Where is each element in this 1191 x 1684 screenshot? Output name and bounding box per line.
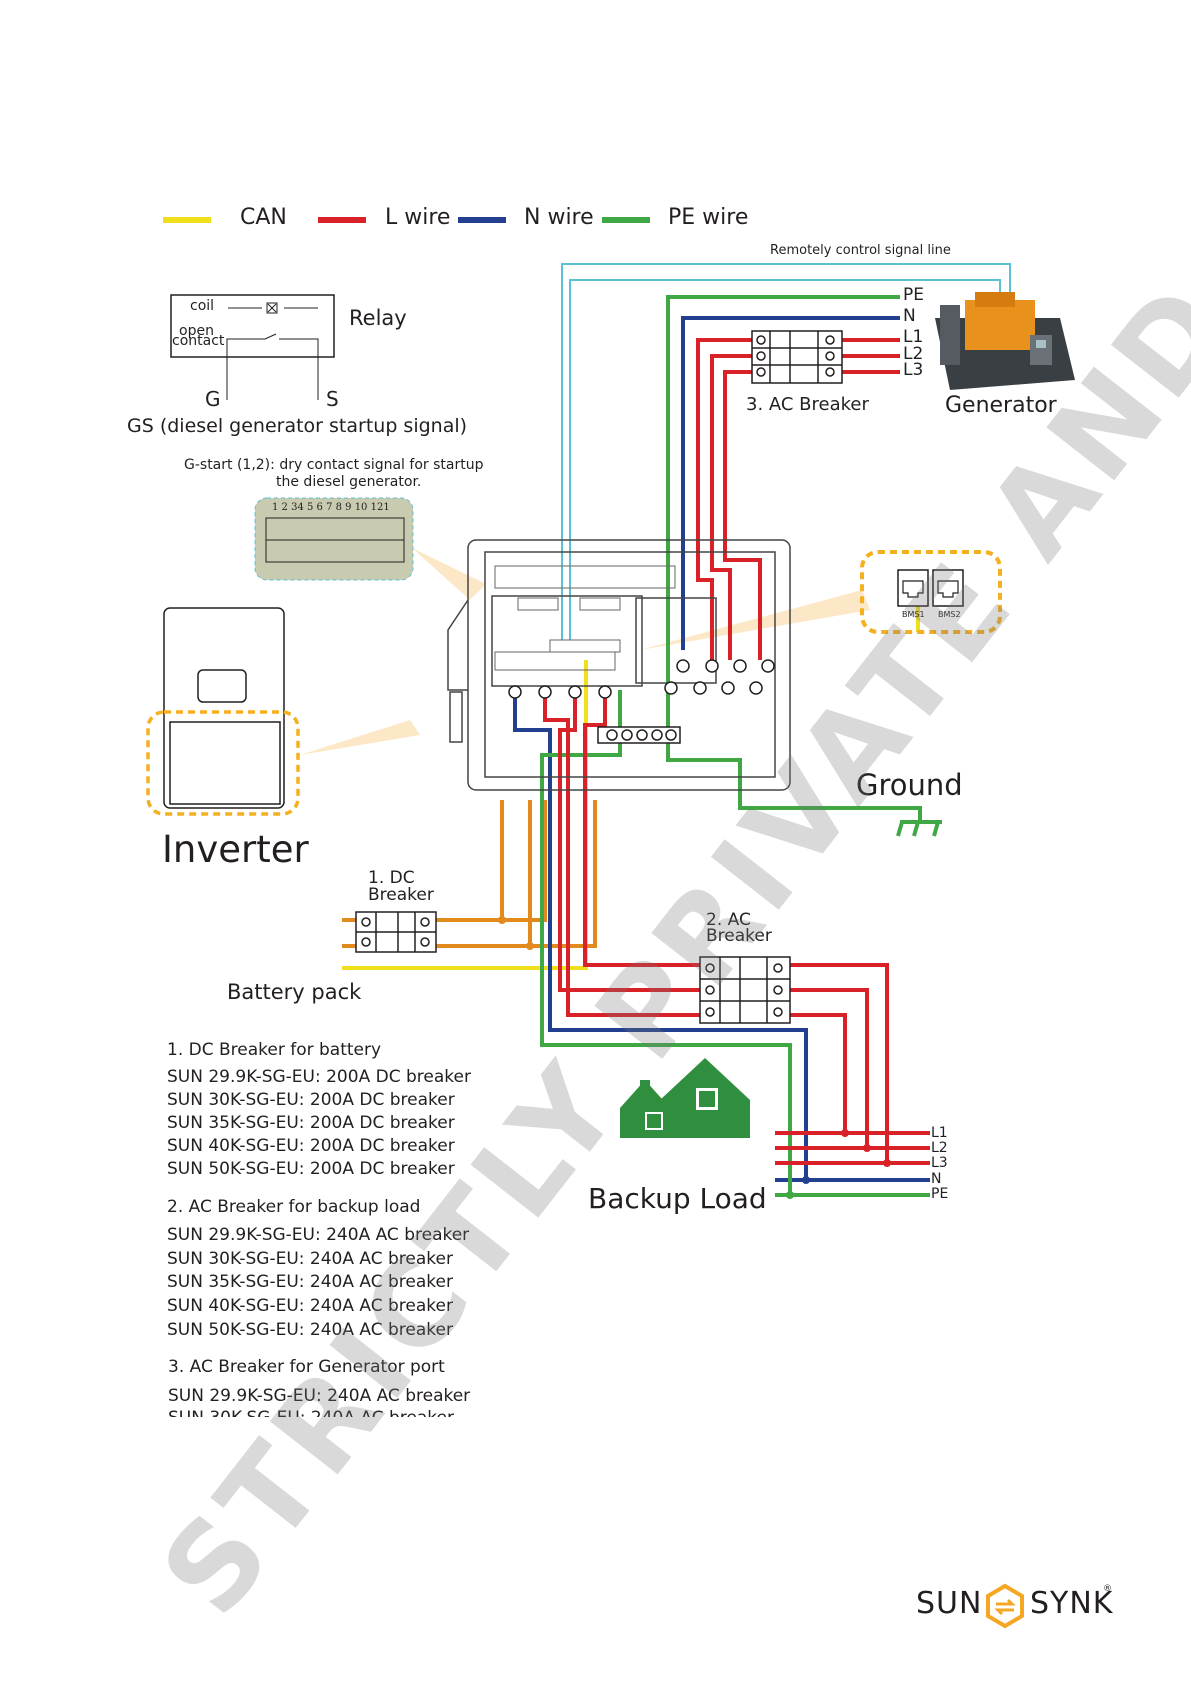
gstart-caption-1: G-start (1,2): dry contact signal for st… — [184, 457, 484, 473]
notes-section1-item: SUN 35K-SG-EU: 200A DC breaker — [167, 1113, 455, 1133]
highlight-beam-gstart — [412, 548, 486, 600]
backup-terminal-l2: L2 — [931, 1140, 948, 1156]
inverter-label: Inverter — [162, 828, 309, 871]
backup-terminal-l3: L3 — [931, 1155, 948, 1171]
house-icon — [620, 1058, 750, 1138]
notes-section3-title: 3. AC Breaker for Generator port — [168, 1357, 445, 1377]
notes-section1-item: SUN 30K-SG-EU: 200A DC breaker — [167, 1090, 455, 1110]
gstart-terminal-block — [254, 497, 414, 581]
load-n-wire — [513, 690, 930, 1182]
ac-breaker-generator — [751, 330, 843, 384]
ac-breaker-label-2: Breaker — [706, 926, 772, 946]
junction-dot — [802, 1176, 810, 1184]
notes-section1-item: SUN 29.9K-SG-EU: 200A DC breaker — [167, 1067, 471, 1087]
backup-terminal-pe: PE — [931, 1186, 949, 1202]
junction-dot — [526, 942, 534, 950]
ground-label: Ground — [856, 768, 963, 802]
generator-label: Generator — [945, 393, 1057, 418]
bms-port-box — [860, 550, 1002, 634]
logo-registered-mark: ® — [1103, 1584, 1112, 1594]
battery-dc-wires — [342, 800, 597, 948]
generator-terminal-pe: PE — [903, 285, 924, 305]
junction-dot — [498, 916, 506, 924]
legend-swatch-can — [163, 217, 211, 223]
highlight-beam-bms — [640, 590, 870, 650]
generator-terminal-l2: L2 — [903, 344, 924, 364]
gstart-terminal-numbers: 1 2 34 5 6 7 8 9 10 121 — [272, 502, 390, 513]
junction-dot — [786, 1191, 794, 1199]
highlight-beam-inverter — [300, 720, 420, 755]
backup-terminal-n: N — [931, 1171, 942, 1187]
logo-text-left: SUN — [916, 1586, 983, 1621]
notes-section2-item: SUN 30K-SG-EU: 240A AC breaker — [167, 1249, 453, 1269]
notes-section2-item: SUN 50K-SG-EU: 240A AC breaker — [167, 1320, 453, 1340]
inverter-terminals — [508, 659, 775, 744]
notes-section2-title: 2. AC Breaker for backup load — [167, 1197, 421, 1217]
junction-dot — [883, 1159, 891, 1167]
notes-section2-item: SUN 35K-SG-EU: 240A AC breaker — [167, 1272, 453, 1292]
relay-contact-label-1: open — [179, 323, 214, 339]
relay-diagram — [170, 294, 335, 400]
backup-load-label: Backup Load — [588, 1182, 767, 1215]
notes-section3-item: SUN 29.9K-SG-EU: 240A AC breaker — [168, 1386, 471, 1406]
legend-label-n-wire: N wire — [524, 205, 594, 230]
ground-symbol-icon — [896, 808, 942, 837]
legend-swatch-n-wire — [458, 217, 506, 223]
legend-swatch-l-wire — [318, 217, 366, 223]
legend-swatch-pe-wire — [602, 217, 650, 223]
legend-label-l-wire: L wire — [385, 205, 451, 230]
junction-dot — [863, 1144, 871, 1152]
dc-breaker-label-2: Breaker — [368, 885, 434, 905]
dc-breaker — [355, 911, 437, 953]
notes-section2-item: SUN 29.9K-SG-EU: 240A AC breaker — [167, 1225, 470, 1245]
dc-breaker-label-1: 1. DC — [368, 868, 415, 888]
relay-g-label: G — [205, 387, 221, 411]
inverter-unit — [146, 607, 300, 816]
notes-section1-item: SUN 50K-SG-EU: 200A DC breaker — [167, 1159, 455, 1179]
relay-caption: GS (diesel generator startup signal) — [127, 415, 468, 437]
control-board-detail — [494, 565, 676, 671]
legend-label-pe-wire: PE wire — [668, 205, 749, 230]
generator-breaker-label: 3. AC Breaker — [746, 394, 869, 415]
logo-text-right: SYNK — [1030, 1586, 1114, 1621]
relay-s-label: S — [326, 387, 339, 411]
relay-contact-label-2: contact — [172, 333, 225, 349]
bms-port-1-label: BMS1 — [902, 610, 925, 619]
ac-breaker-backup — [699, 956, 791, 1024]
generator-terminal-l1: L1 — [903, 327, 924, 347]
relay-coil-label: coil — [190, 298, 215, 314]
ac-breaker-label-1: 2. AC — [706, 910, 751, 930]
relay-title: Relay — [349, 306, 407, 330]
backup-terminal-l1: L1 — [931, 1125, 948, 1141]
load-l-wires — [543, 690, 930, 1165]
generator-terminal-l3: L3 — [903, 360, 924, 380]
generator-icon — [935, 292, 1075, 390]
notes-section1-title: 1. DC Breaker for battery — [167, 1040, 382, 1060]
bms-port-2-label: BMS2 — [938, 610, 961, 619]
gstart-caption-2: the diesel generator. — [276, 474, 422, 490]
notes-section1-item: SUN 40K-SG-EU: 200A DC breaker — [167, 1136, 455, 1156]
inverter-wiring-box — [447, 539, 791, 791]
notes-section2-item: SUN 40K-SG-EU: 240A AC breaker — [167, 1296, 453, 1316]
battery-label: Battery pack — [227, 980, 362, 1004]
junction-dot — [841, 1129, 849, 1137]
notes-section3-item-clipped: SUN 30K-SG-EU: 240A AC breaker — [168, 1408, 454, 1417]
generator-terminal-n: N — [903, 306, 916, 326]
legend-label-can: CAN — [240, 205, 287, 230]
sunsynk-logo-mark — [986, 1583, 1024, 1629]
generator-l-wires — [696, 338, 900, 660]
generator-pe-wire — [666, 295, 900, 730]
signal-line-label: Remotely control signal line — [770, 243, 951, 258]
